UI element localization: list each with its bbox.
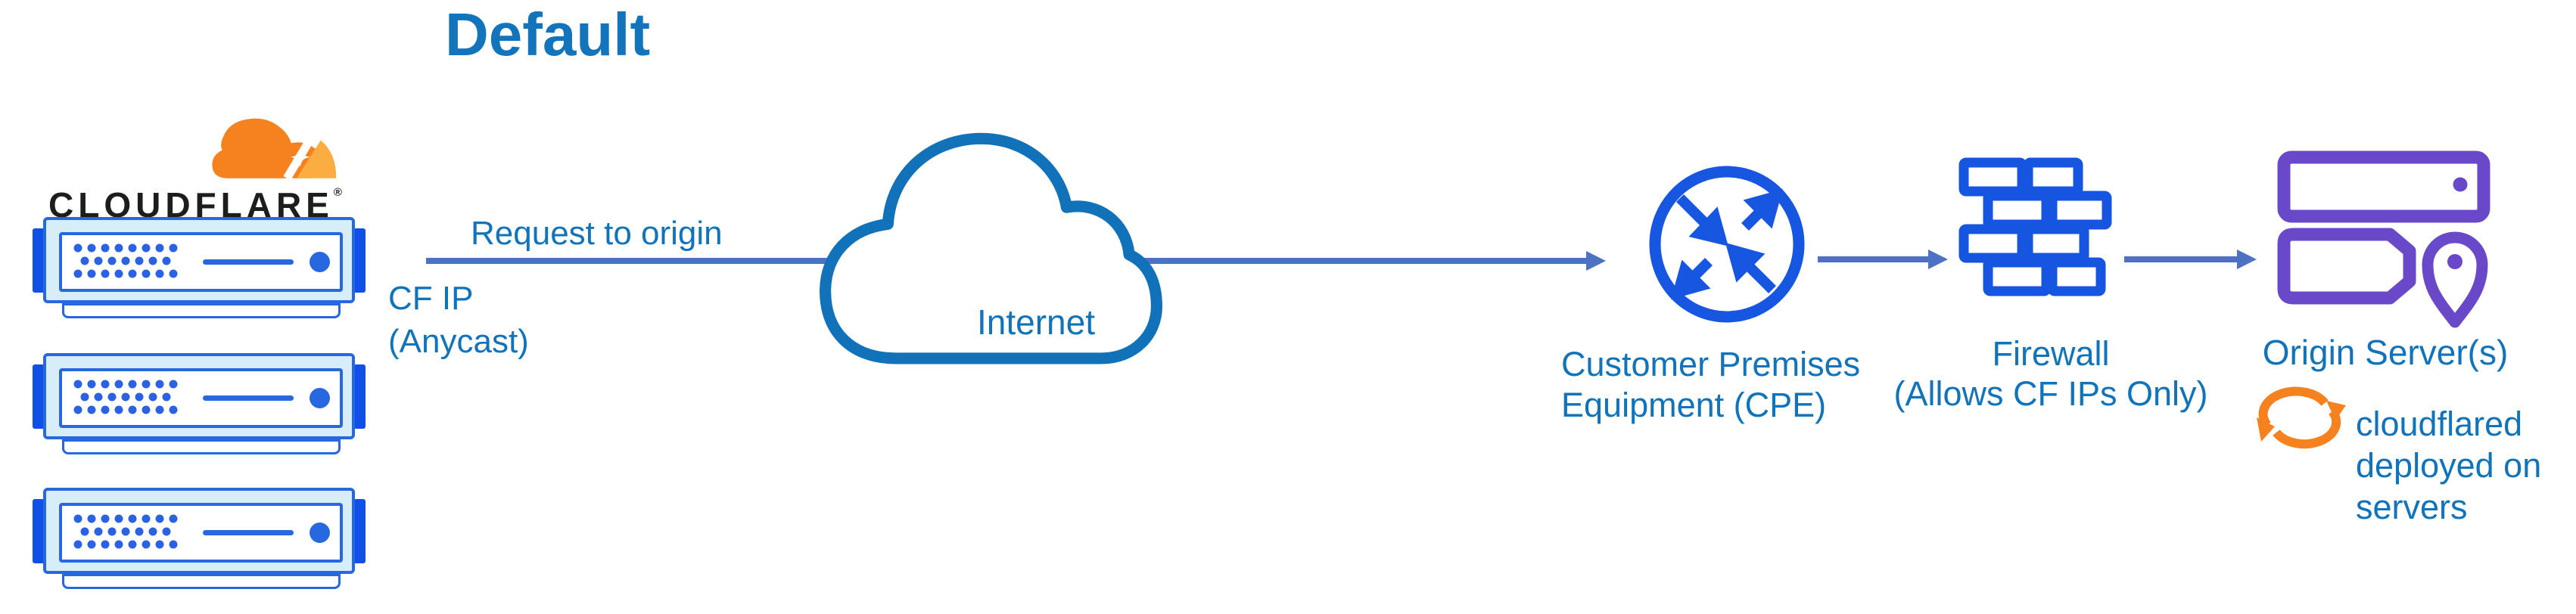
- server-tray: [62, 574, 341, 589]
- origin-server-label: Origin Server(s): [2262, 333, 2509, 372]
- server-slot-line: [203, 530, 294, 535]
- server-side-tab: [353, 499, 366, 563]
- anycast-line: (Anycast): [388, 323, 529, 360]
- cloudflared-note-line2: deployed on: [2356, 446, 2542, 485]
- cpe-router-icon: [1648, 165, 1806, 324]
- server-tray: [62, 303, 341, 318]
- server-led: [310, 523, 330, 543]
- firewall-label-line1: Firewall: [1992, 334, 2110, 373]
- server-side-tab: [33, 228, 45, 293]
- cf-ip-line: CF IP: [388, 280, 474, 317]
- server-led: [310, 388, 330, 408]
- firewall-label: Firewall (Allows CF IPs Only): [1869, 333, 2232, 414]
- cloudflare-logo-icon: [198, 112, 339, 178]
- server-slot-line: [203, 259, 294, 265]
- server-tray: [62, 439, 341, 454]
- cf-ip-anycast-label: CF IP (Anycast): [388, 277, 529, 363]
- cpe-label-line2: Equipment (CPE): [1561, 386, 1827, 424]
- cloudflared-note-line1: cloudflared: [2356, 405, 2523, 443]
- flow-arrowhead-3: [2237, 250, 2257, 269]
- page-title: Default: [445, 1, 651, 68]
- server-side-tab: [33, 499, 45, 563]
- server-vents-dots: [73, 243, 178, 278]
- cloudflared-note-line3: servers: [2356, 488, 2468, 526]
- internet-label: Internet: [977, 302, 1095, 342]
- server-led: [310, 252, 330, 272]
- cloudflare-server-icon-3: [33, 488, 366, 591]
- request-to-origin-label: Request to origin: [471, 215, 723, 252]
- server-vents-dots: [73, 380, 178, 414]
- cloudflare-server-icon-2: [33, 353, 366, 456]
- internet-cloud-icon: [816, 107, 1164, 367]
- cpe-label-line1: Customer Premises: [1561, 345, 1861, 383]
- flow-arrow-line-3: [2124, 256, 2237, 262]
- flow-arrowhead-2: [1928, 250, 1948, 269]
- server-panel: [59, 232, 343, 292]
- firewall-label-line2: (Allows CF IPs Only): [1893, 374, 2208, 413]
- origin-server-icon: [2276, 150, 2496, 330]
- cpe-label: Customer Premises Equipment (CPE): [1561, 344, 1860, 426]
- firewall-icon: [1958, 157, 2113, 301]
- server-panel: [59, 503, 343, 563]
- sync-icon: [2255, 383, 2349, 454]
- server-slot-line: [203, 395, 294, 401]
- server-side-tab: [353, 228, 366, 293]
- cloudflared-note: cloudflared deployed on servers: [2356, 403, 2541, 528]
- cloudflare-server-icon-1: [33, 217, 366, 320]
- flow-arrowhead-1: [1586, 251, 1606, 271]
- registered-mark: ®: [333, 186, 342, 199]
- server-panel: [59, 368, 343, 428]
- server-vents-dots: [73, 514, 178, 549]
- flow-arrow-line-2: [1818, 256, 1928, 262]
- server-side-tab: [33, 364, 45, 429]
- server-side-tab: [353, 364, 366, 429]
- location-pin-icon: [2422, 231, 2488, 328]
